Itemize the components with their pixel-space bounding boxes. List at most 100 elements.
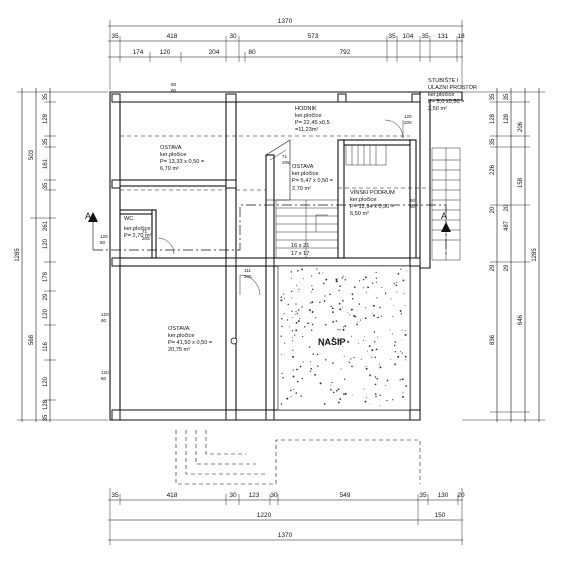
fill-dot bbox=[322, 282, 325, 285]
stair-core: 16 x 21 17 x 17 bbox=[265, 139, 339, 259]
fill-dot bbox=[315, 317, 317, 319]
dim-label: 35 bbox=[43, 182, 49, 189]
fill-dot bbox=[350, 358, 352, 360]
fill-dot bbox=[283, 313, 285, 315]
fill-dot bbox=[371, 349, 374, 352]
fill-dot bbox=[283, 297, 285, 299]
fill-dot bbox=[281, 372, 283, 375]
fill-dot bbox=[316, 353, 319, 356]
fill-dot bbox=[311, 291, 313, 293]
top-total-dim: 1370 bbox=[278, 18, 293, 25]
nasip-label: NASIP bbox=[318, 337, 346, 347]
fill-dot bbox=[292, 355, 295, 358]
room-wc: WC ker.pločice P= 2,70 m² bbox=[124, 216, 152, 239]
dim-label: 80 bbox=[248, 49, 256, 56]
fill-dot bbox=[372, 304, 375, 307]
fill-dot bbox=[324, 340, 326, 342]
fill-dot bbox=[404, 305, 406, 306]
dim-label: 128 bbox=[43, 113, 49, 124]
svg-text:111: 111 bbox=[244, 268, 251, 273]
left-total-dim: 1285 bbox=[15, 248, 21, 262]
svg-text:71: 71 bbox=[282, 154, 288, 159]
fill-dot bbox=[363, 388, 365, 390]
dim-label: 261 bbox=[43, 220, 49, 231]
svg-text:OSTAVA: OSTAVA bbox=[160, 145, 182, 151]
svg-text:OSTAVA: OSTAVA bbox=[292, 164, 314, 170]
svg-text:P= 12,94 x 0,50 =: P= 12,94 x 0,50 = bbox=[350, 204, 394, 210]
door-swings bbox=[157, 119, 404, 296]
fill-dot bbox=[401, 378, 404, 381]
fill-dot bbox=[317, 365, 319, 367]
fill-dot bbox=[376, 297, 378, 299]
dim-label: 836 bbox=[490, 334, 496, 345]
fill-dot bbox=[331, 381, 333, 384]
fill-dot bbox=[341, 277, 343, 279]
dim-label: 35 bbox=[111, 492, 119, 499]
fill-dot bbox=[351, 335, 353, 337]
room-stubiste: STUBIŠTE I ULAZNI PROSTOR ker.pločice P=… bbox=[428, 77, 477, 112]
svg-text:205: 205 bbox=[244, 274, 252, 279]
fill-dot bbox=[332, 321, 335, 323]
fill-dot bbox=[393, 305, 395, 306]
fill-dot bbox=[290, 389, 292, 392]
svg-text:ker.pločice: ker.pločice bbox=[295, 113, 321, 119]
dim-label: 573 bbox=[308, 33, 319, 40]
fill-dot bbox=[311, 329, 313, 331]
fill-dot bbox=[374, 383, 377, 386]
dim-label: 123 bbox=[249, 492, 260, 499]
top-dimension-chain: 1370 35 418 30 573 35 104 35 131 18 174 … bbox=[108, 18, 465, 90]
fill-dot bbox=[335, 278, 338, 281]
fill-dot bbox=[386, 399, 388, 402]
fill-dot bbox=[299, 318, 301, 320]
fill-dot bbox=[364, 365, 366, 367]
right-total-dim: 1285 bbox=[532, 248, 538, 262]
fill-dot bbox=[339, 285, 341, 288]
fill-dot bbox=[371, 312, 373, 314]
svg-text:ker.pločice: ker.pločice bbox=[292, 171, 318, 177]
fill-dot bbox=[372, 282, 374, 284]
fill-dot bbox=[385, 291, 387, 293]
svg-text:60: 60 bbox=[171, 82, 177, 87]
fill-dot bbox=[322, 345, 325, 347]
room-vinski-podrum: VINSKI PODRUM ker.pločice P= 12,94 x 0,5… bbox=[350, 190, 395, 217]
fill-dot bbox=[369, 403, 371, 405]
fill-dot bbox=[379, 306, 381, 309]
dim-label: 35 bbox=[419, 492, 427, 499]
fill-dot bbox=[404, 333, 407, 336]
dim-label: 418 bbox=[167, 492, 178, 499]
dim-label: 1220 bbox=[257, 512, 272, 519]
svg-text:120: 120 bbox=[101, 370, 109, 375]
nasip-fill: NASIP bbox=[277, 265, 411, 411]
fill-dot bbox=[291, 310, 293, 312]
dim-label: 20 bbox=[490, 206, 496, 213]
fill-dot bbox=[353, 356, 355, 359]
fill-dot bbox=[374, 376, 377, 378]
fill-dot bbox=[376, 377, 379, 380]
fill-dot bbox=[319, 382, 322, 385]
svg-text:205: 205 bbox=[142, 236, 150, 241]
fill-dot bbox=[314, 373, 317, 376]
fill-dot bbox=[332, 391, 335, 394]
fill-dot bbox=[348, 361, 351, 364]
fill-dot bbox=[358, 280, 361, 282]
fill-dot bbox=[319, 301, 321, 304]
dim-label: 29 bbox=[43, 293, 49, 300]
svg-text:ker.pločice: ker.pločice bbox=[124, 226, 150, 232]
dim-label: 161 bbox=[43, 158, 49, 169]
svg-text:120: 120 bbox=[101, 312, 109, 317]
fill-dot bbox=[406, 270, 408, 272]
fill-dot bbox=[335, 320, 338, 322]
fill-dot bbox=[363, 336, 365, 338]
svg-text:P= 22,45 x0,5: P= 22,45 x0,5 bbox=[295, 120, 330, 126]
fill-dot bbox=[380, 315, 383, 317]
fill-dot bbox=[385, 384, 387, 386]
fill-dot bbox=[337, 388, 340, 391]
fill-dot bbox=[343, 393, 345, 395]
fill-dot bbox=[375, 281, 377, 283]
fill-dot bbox=[316, 268, 318, 270]
fill-dot bbox=[302, 361, 304, 363]
fill-dot bbox=[360, 358, 362, 360]
fill-dot bbox=[400, 313, 403, 315]
dim-label: 35 bbox=[490, 93, 496, 100]
